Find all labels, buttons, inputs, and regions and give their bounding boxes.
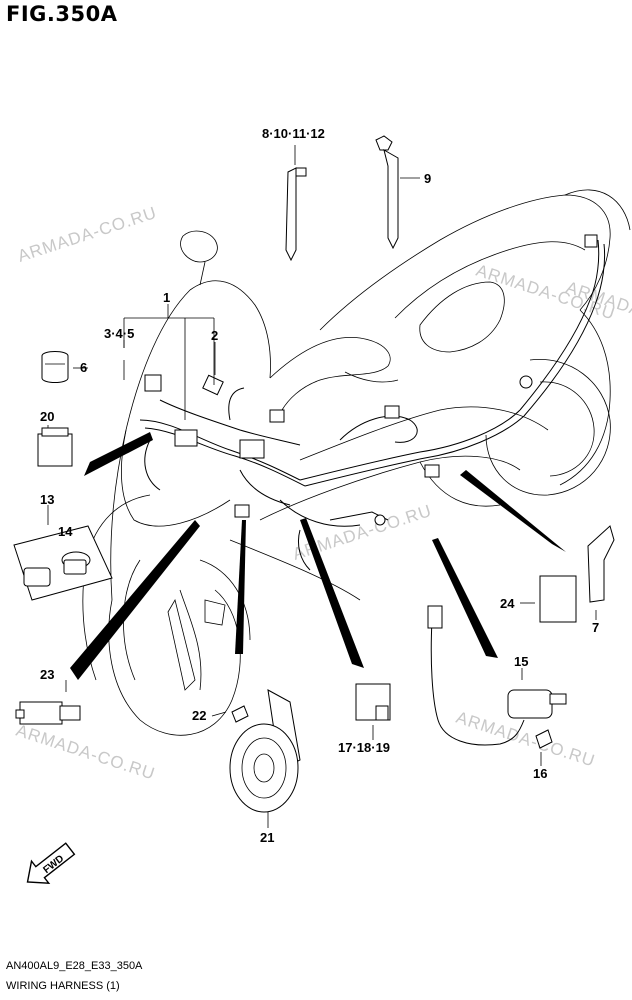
bolt-22 xyxy=(231,705,249,723)
fuse-holder xyxy=(202,374,224,396)
wiring-harness xyxy=(139,234,606,571)
callout-1: 1 xyxy=(163,290,170,305)
watermark-3: ARMADA-CO.RU xyxy=(290,501,434,564)
sensor-15-plug xyxy=(427,605,443,629)
scooter-outline xyxy=(82,189,631,736)
cable-tie-clip xyxy=(295,167,307,177)
callout-21: 21 xyxy=(260,830,274,845)
arrow-to-21 xyxy=(235,520,246,654)
callout-15: 15 xyxy=(514,654,528,669)
harness-connector-5 xyxy=(234,504,250,518)
callout-6: 6 xyxy=(80,360,87,375)
callout-8-10-11-12: 8·10·11·12 xyxy=(262,126,325,141)
figure-title: FIG.350A xyxy=(6,2,118,26)
cable-tie-8 xyxy=(285,167,297,262)
pointer-arrows xyxy=(70,432,566,680)
callout-labels: 1 2 3·4·5 6 7 8·10·11·12 9 13 14 15 16 1… xyxy=(40,126,599,845)
figure-caption: WIRING HARNESS (1) xyxy=(6,980,120,992)
callout-23: 23 xyxy=(40,667,54,682)
harness-clamp-1 xyxy=(519,375,533,389)
callout-16: 16 xyxy=(533,766,547,781)
cable-tie-9 xyxy=(383,148,399,250)
callout-17-18-19: 17·18·19 xyxy=(338,740,390,755)
clamp-6 xyxy=(41,351,69,383)
sensor-15-lead xyxy=(430,619,525,746)
harness-connector-6 xyxy=(384,405,400,419)
harness-connector-4 xyxy=(269,409,285,423)
watermark-1: ARMADA-CO.RU xyxy=(15,203,159,266)
callout-3-4-5: 3·4·5 xyxy=(104,326,134,341)
sensor-15 xyxy=(507,689,553,719)
drawing-code: AN400AL9_E28_E33_350A xyxy=(6,960,143,972)
socket-plug xyxy=(23,567,51,587)
fwd-arrow: FWD xyxy=(26,842,76,884)
harness-connector-2 xyxy=(174,429,198,447)
callout-22: 22 xyxy=(192,708,206,723)
harness-connector-1 xyxy=(144,374,162,392)
arrow-to-17-19 xyxy=(300,518,364,668)
arrow-to-20 xyxy=(84,432,153,476)
leader-lines xyxy=(47,145,597,828)
bolt-16 xyxy=(535,729,553,749)
callout-24: 24 xyxy=(500,596,515,611)
harness-clamp-2 xyxy=(374,514,386,526)
arrow-to-23 xyxy=(70,520,200,680)
harness-connector-8 xyxy=(584,234,598,248)
arrow-to-24 xyxy=(460,470,566,552)
arrow-to-15 xyxy=(432,538,498,658)
relay-20 xyxy=(37,433,73,467)
watermark-4: ARMADA-CO.RU xyxy=(14,721,158,784)
cable-tie-9-head xyxy=(375,135,393,151)
bracket-7 xyxy=(587,525,615,603)
harness-connector-3 xyxy=(239,439,265,459)
callout-13: 13 xyxy=(40,492,54,507)
horn-21 xyxy=(229,723,299,813)
sensor-23 xyxy=(19,701,63,725)
callout-2: 2 xyxy=(211,328,218,343)
callout-7: 7 xyxy=(592,620,599,635)
callout-9: 9 xyxy=(424,171,431,186)
harness-connector-7 xyxy=(424,464,440,478)
callout-20: 20 xyxy=(40,409,54,424)
module-24 xyxy=(539,575,577,623)
parts xyxy=(13,135,615,813)
callout-14: 14 xyxy=(58,524,73,539)
